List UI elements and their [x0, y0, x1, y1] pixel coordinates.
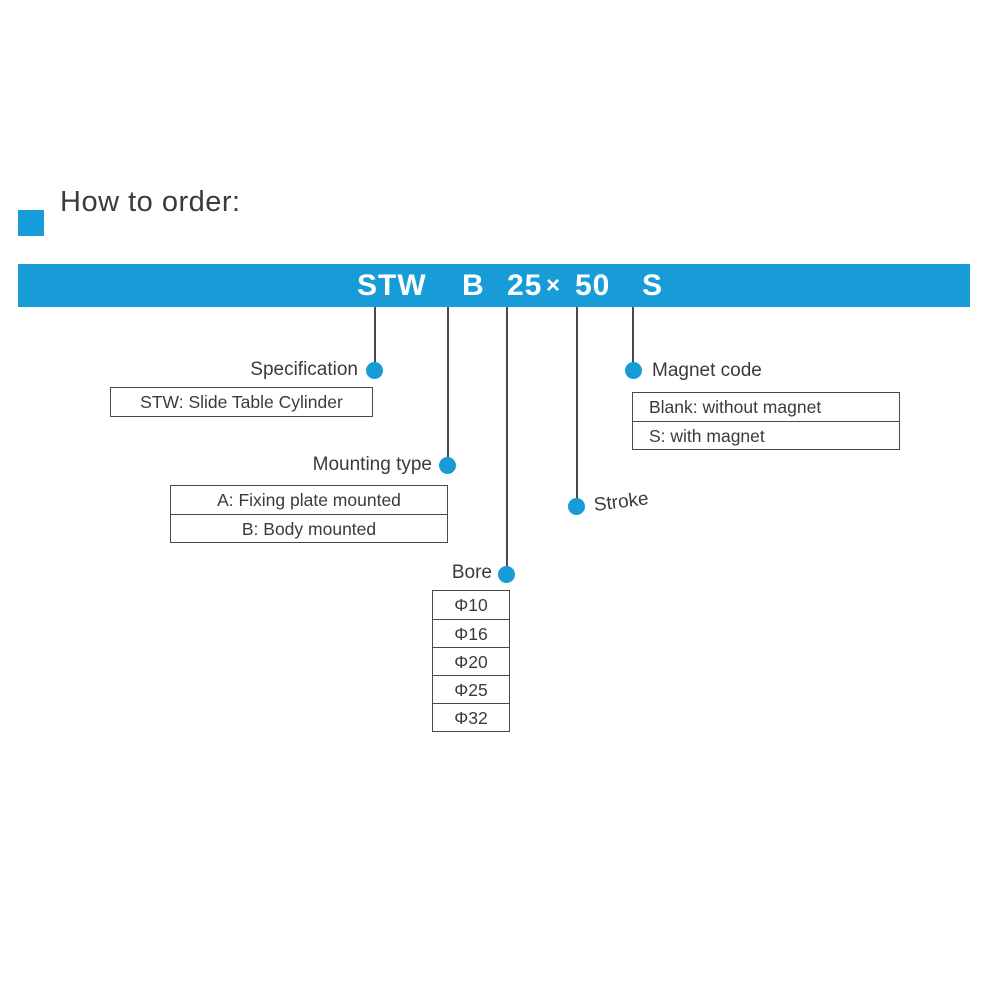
connector-line-mounting	[447, 307, 449, 459]
code-segment-magnet: S	[642, 269, 664, 302]
order-code-bar: STW B 25 × 50 S	[18, 264, 970, 307]
code-segment-series: STW	[357, 269, 427, 302]
bore-option: Φ25	[433, 675, 509, 703]
callout-label-bore: Bore	[451, 562, 492, 583]
callout-dot-stroke	[568, 498, 585, 515]
callout-dot-magnet	[625, 362, 642, 379]
specification-options-box: STW: Slide Table Cylinder	[110, 387, 373, 417]
bore-option: Φ20	[433, 647, 509, 675]
bore-option: Φ10	[454, 595, 488, 615]
magnet-options-box: Blank: without magnet S: with magnet	[632, 392, 900, 450]
code-segment-times: ×	[546, 272, 562, 299]
bore-option: Φ16	[433, 619, 509, 647]
mounting-options-box: A: Fixing plate mounted B: Body mounted	[170, 485, 448, 543]
connector-line-bore	[506, 307, 508, 567]
connector-line-stroke	[576, 307, 578, 500]
bore-options-box: Φ10 Φ16 Φ20 Φ25 Φ32	[432, 590, 510, 732]
callout-dot-mounting	[439, 457, 456, 474]
code-segment-stroke: 50	[575, 269, 611, 302]
callout-label-mounting: Mounting type	[312, 454, 432, 475]
specification-option: STW: Slide Table Cylinder	[140, 392, 343, 412]
magnet-option: Blank: without magnet	[649, 397, 822, 417]
mounting-option: B: Body mounted	[171, 514, 447, 542]
callout-dot-bore	[498, 566, 515, 583]
connector-line-magnet	[632, 307, 634, 364]
connector-line-specification	[374, 307, 376, 363]
code-segment-mounting: B	[462, 269, 485, 302]
mounting-option: A: Fixing plate mounted	[217, 490, 401, 510]
section-marker-square	[18, 210, 44, 236]
callout-label-magnet: Magnet code	[652, 360, 762, 381]
callout-dot-specification	[366, 362, 383, 379]
bore-option: Φ32	[433, 703, 509, 731]
callout-label-specification: Specification	[250, 359, 358, 380]
code-segment-bore: 25	[507, 269, 543, 302]
page-title: How to order:	[60, 186, 241, 218]
magnet-option: S: with magnet	[633, 421, 899, 449]
callout-label-stroke: Stroke	[592, 488, 650, 516]
